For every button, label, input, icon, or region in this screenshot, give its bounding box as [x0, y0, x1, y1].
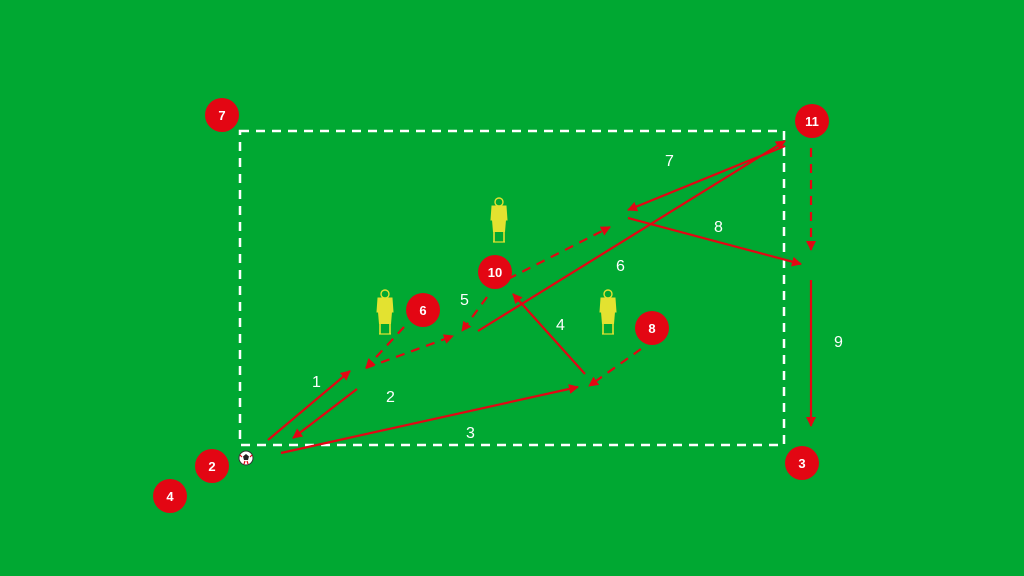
step-label-7: 7 — [665, 153, 674, 170]
player-11-label: 11 — [805, 114, 819, 129]
run-arrow-player-8 — [588, 348, 642, 387]
player-2-label: 2 — [208, 459, 215, 474]
step-label-3: 3 — [466, 425, 475, 442]
arrow-1-pass — [267, 370, 351, 441]
step-label-9: 9 — [834, 334, 843, 351]
arrow-7-pass — [627, 144, 786, 212]
arrow-3-pass — [280, 384, 579, 455]
arrow-8-pass — [627, 216, 802, 267]
player-2[interactable]: 2 — [195, 449, 229, 483]
run-arrow-player-10 — [461, 296, 488, 332]
arrow-4-pass — [512, 293, 586, 375]
step-label-4: 4 — [556, 317, 565, 334]
step-label-2: 2 — [386, 389, 395, 406]
player-4-label: 4 — [166, 489, 174, 504]
step-labels: 1 2 3 4 5 6 7 8 9 — [312, 153, 843, 442]
player-3-label: 3 — [798, 456, 805, 471]
player-10-label: 10 — [488, 265, 502, 280]
player-3[interactable]: 3 — [785, 446, 819, 480]
player-11[interactable]: 11 — [795, 104, 829, 138]
run-arrows — [365, 148, 816, 387]
step-label-8: 8 — [714, 219, 723, 236]
run-arrow-5 — [507, 226, 611, 280]
player-6[interactable]: 6 — [406, 293, 440, 327]
drill-area-boundary — [238, 129, 786, 447]
player-4[interactable]: 4 — [153, 479, 187, 513]
arrow-2-return-pass — [292, 388, 358, 439]
step-label-1: 1 — [312, 374, 321, 391]
soccer-ball-icon[interactable] — [238, 450, 254, 466]
player-7-label: 7 — [218, 108, 225, 123]
player-8-label: 8 — [648, 321, 655, 336]
step-label-6: 6 — [616, 258, 625, 275]
step-label-5: 5 — [460, 292, 469, 309]
player-10[interactable]: 10 — [478, 255, 512, 289]
movement-arrows — [267, 140, 816, 455]
player-7[interactable]: 7 — [205, 98, 239, 132]
player-6-label: 6 — [419, 303, 426, 318]
player-8[interactable]: 8 — [635, 311, 669, 345]
arrow-6-pass — [477, 140, 786, 332]
